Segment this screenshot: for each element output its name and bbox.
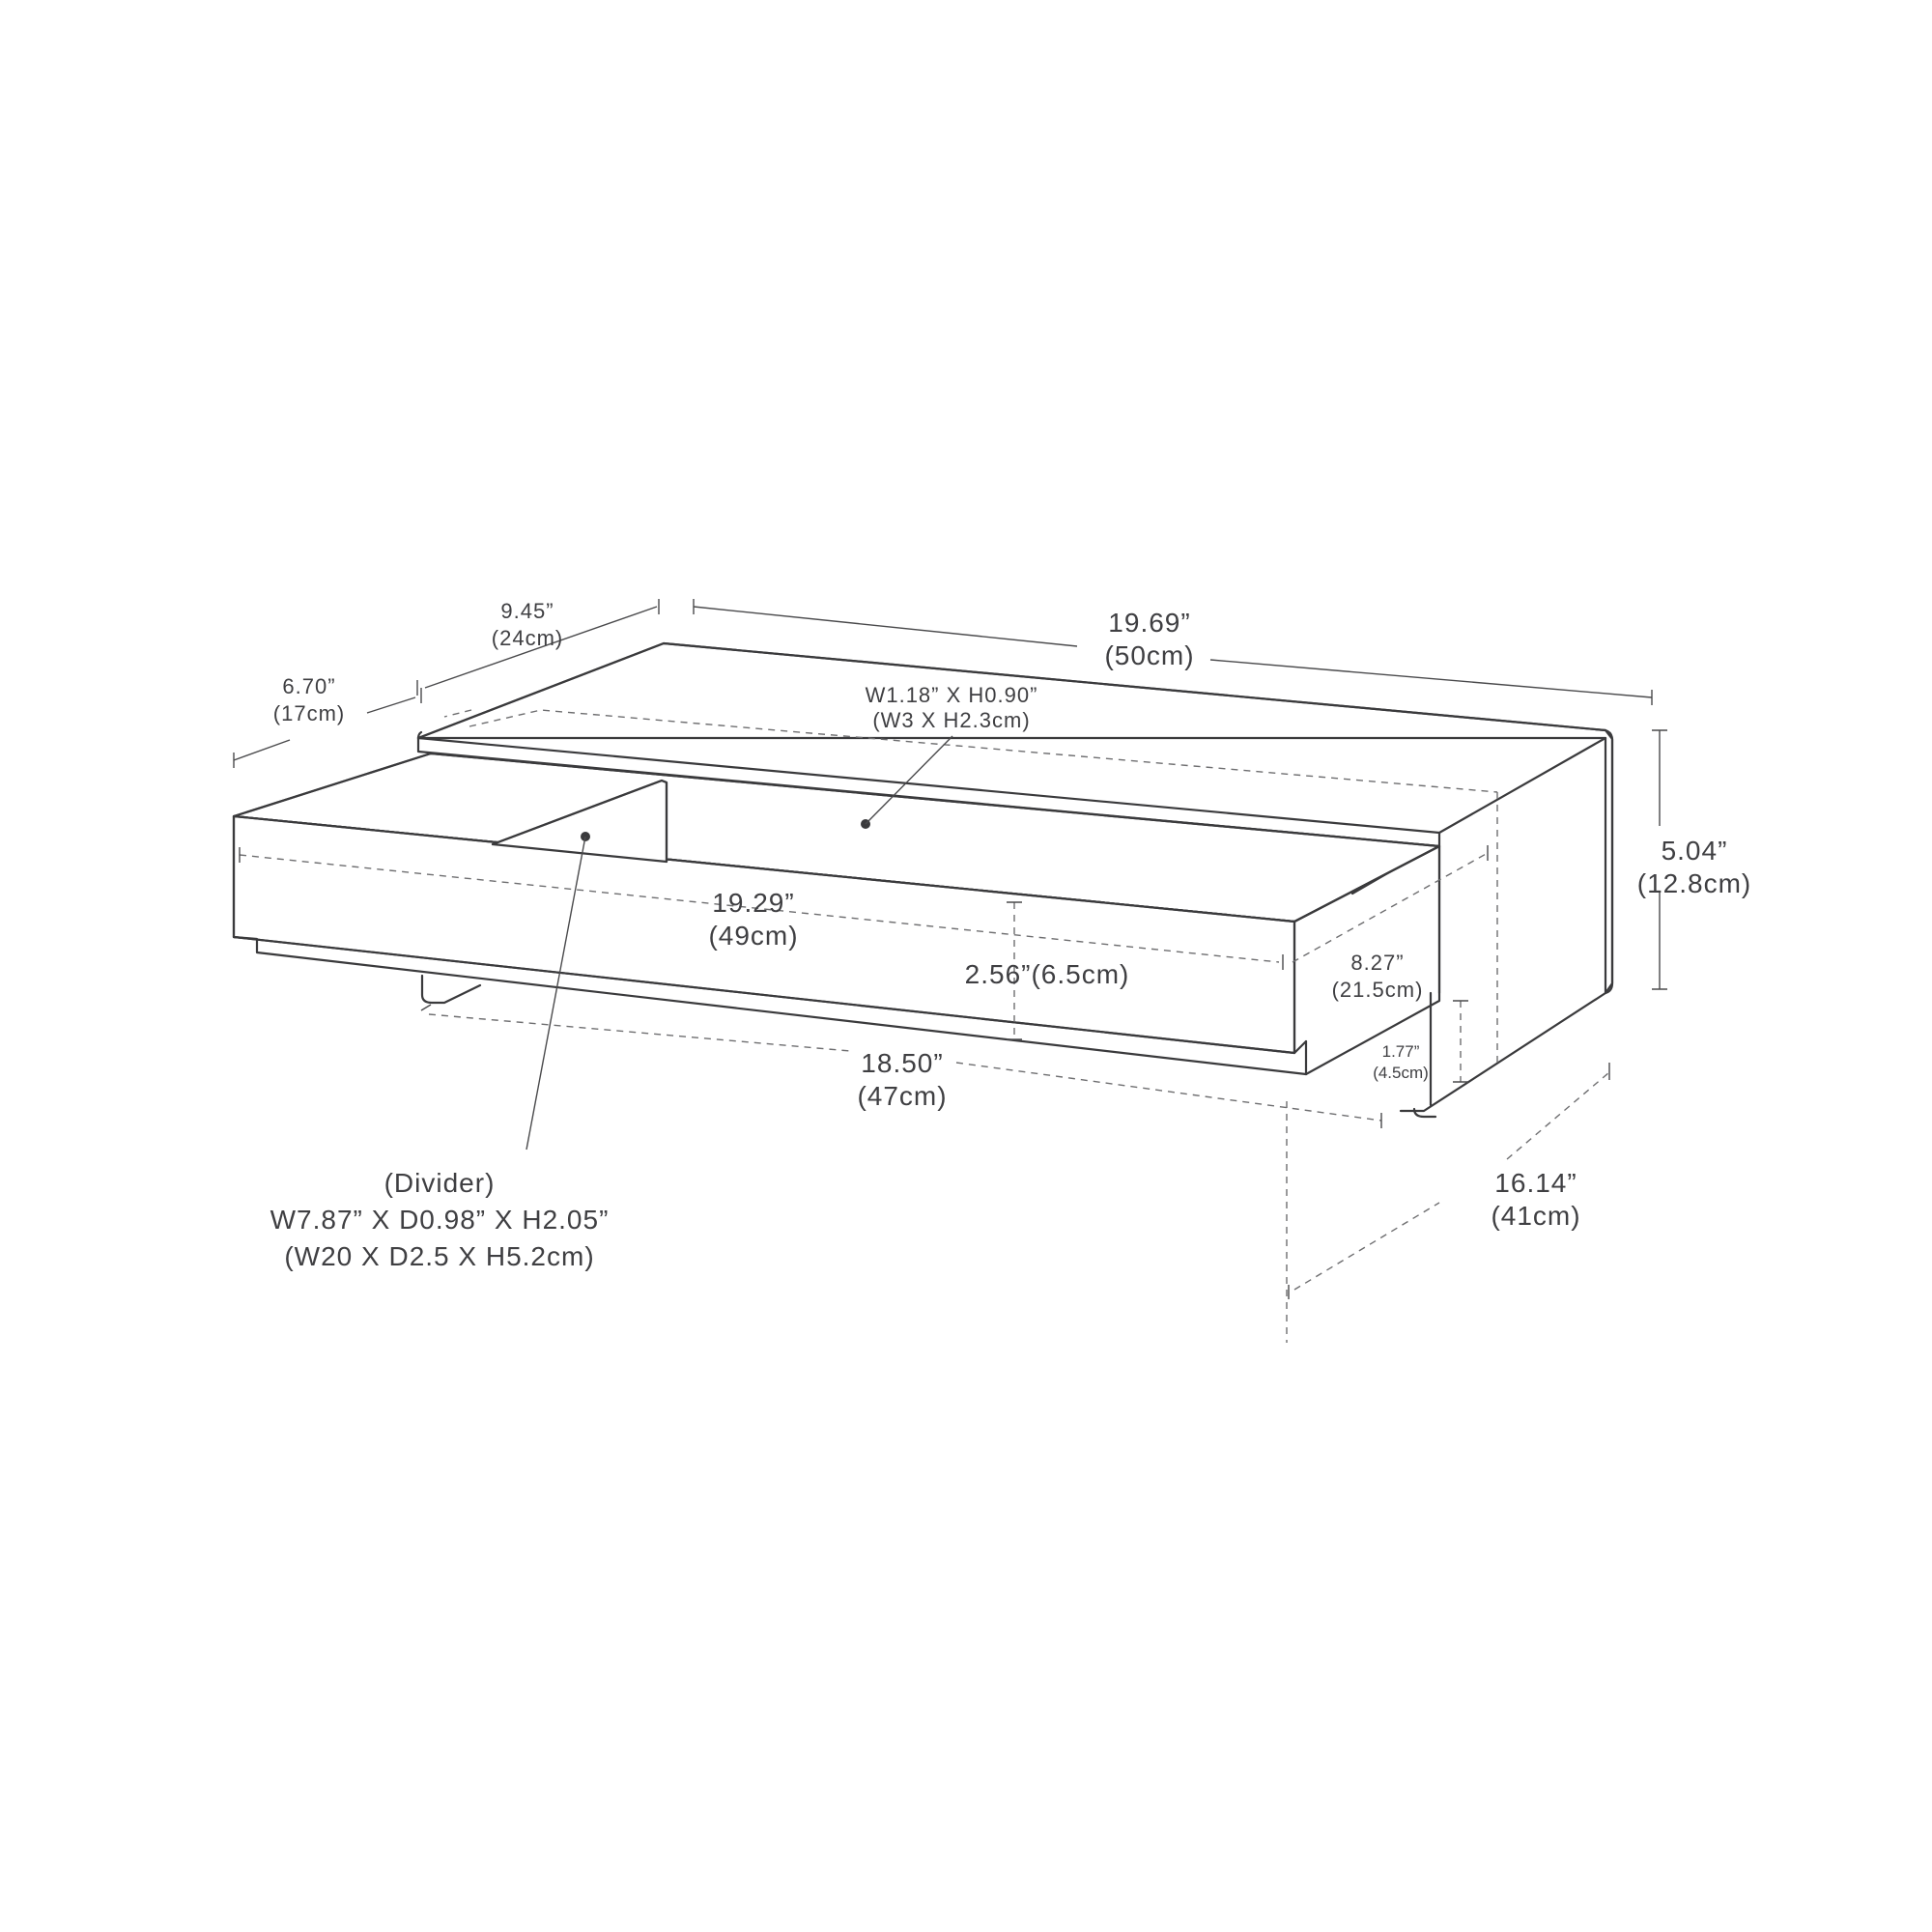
clearance-height-cm: (4.5cm) xyxy=(1373,1064,1429,1082)
overall-height-in: 5.04” xyxy=(1662,836,1728,866)
base-depth-cm: (41cm) xyxy=(1491,1201,1580,1231)
divider-title: (Divider) xyxy=(384,1168,496,1198)
divider-size-cm: (W20 X D2.5 X H5.2cm) xyxy=(284,1241,594,1271)
drawer-depth-cm: (17cm) xyxy=(273,701,345,725)
base-depth-in: 16.14” xyxy=(1494,1168,1577,1198)
drawer-inner-width-cm: (49cm) xyxy=(708,921,798,951)
port-hole-size-cm: (W3 X H2.3cm) xyxy=(872,708,1030,732)
overall-height-cm: (12.8cm) xyxy=(1637,868,1751,898)
drawer-outer-width-cm: (47cm) xyxy=(857,1081,947,1111)
dimension-labels: 19.69” (50cm) 9.45” (24cm) 6.70” (17cm) … xyxy=(270,599,1751,1271)
drawer-outer-width-in: 18.50” xyxy=(861,1048,943,1078)
drawer xyxy=(232,709,1489,1076)
dimension-lines xyxy=(233,599,1667,1343)
drawer-inner-width-in: 19.29” xyxy=(712,888,794,918)
overall-depth-in: 9.45” xyxy=(500,599,554,623)
inner-depth-in: 8.27” xyxy=(1350,951,1404,975)
inner-depth-cm: (21.5cm) xyxy=(1332,978,1424,1002)
overall-width-cm: (50cm) xyxy=(1104,640,1194,670)
overall-width-in: 19.69” xyxy=(1108,608,1190,638)
stand-body xyxy=(416,641,1614,1119)
divider xyxy=(491,779,668,1151)
drawer-height: 2.56”(6.5cm) xyxy=(965,959,1130,989)
port-hole-size-in: W1.18” X H0.90” xyxy=(866,683,1038,707)
drawer-depth-in: 6.70” xyxy=(282,674,335,698)
divider-size-in: W7.87” X D0.98” X H2.05” xyxy=(270,1205,610,1235)
overall-depth-cm: (24cm) xyxy=(492,626,563,650)
clearance-height-in: 1.77” xyxy=(1382,1042,1420,1061)
